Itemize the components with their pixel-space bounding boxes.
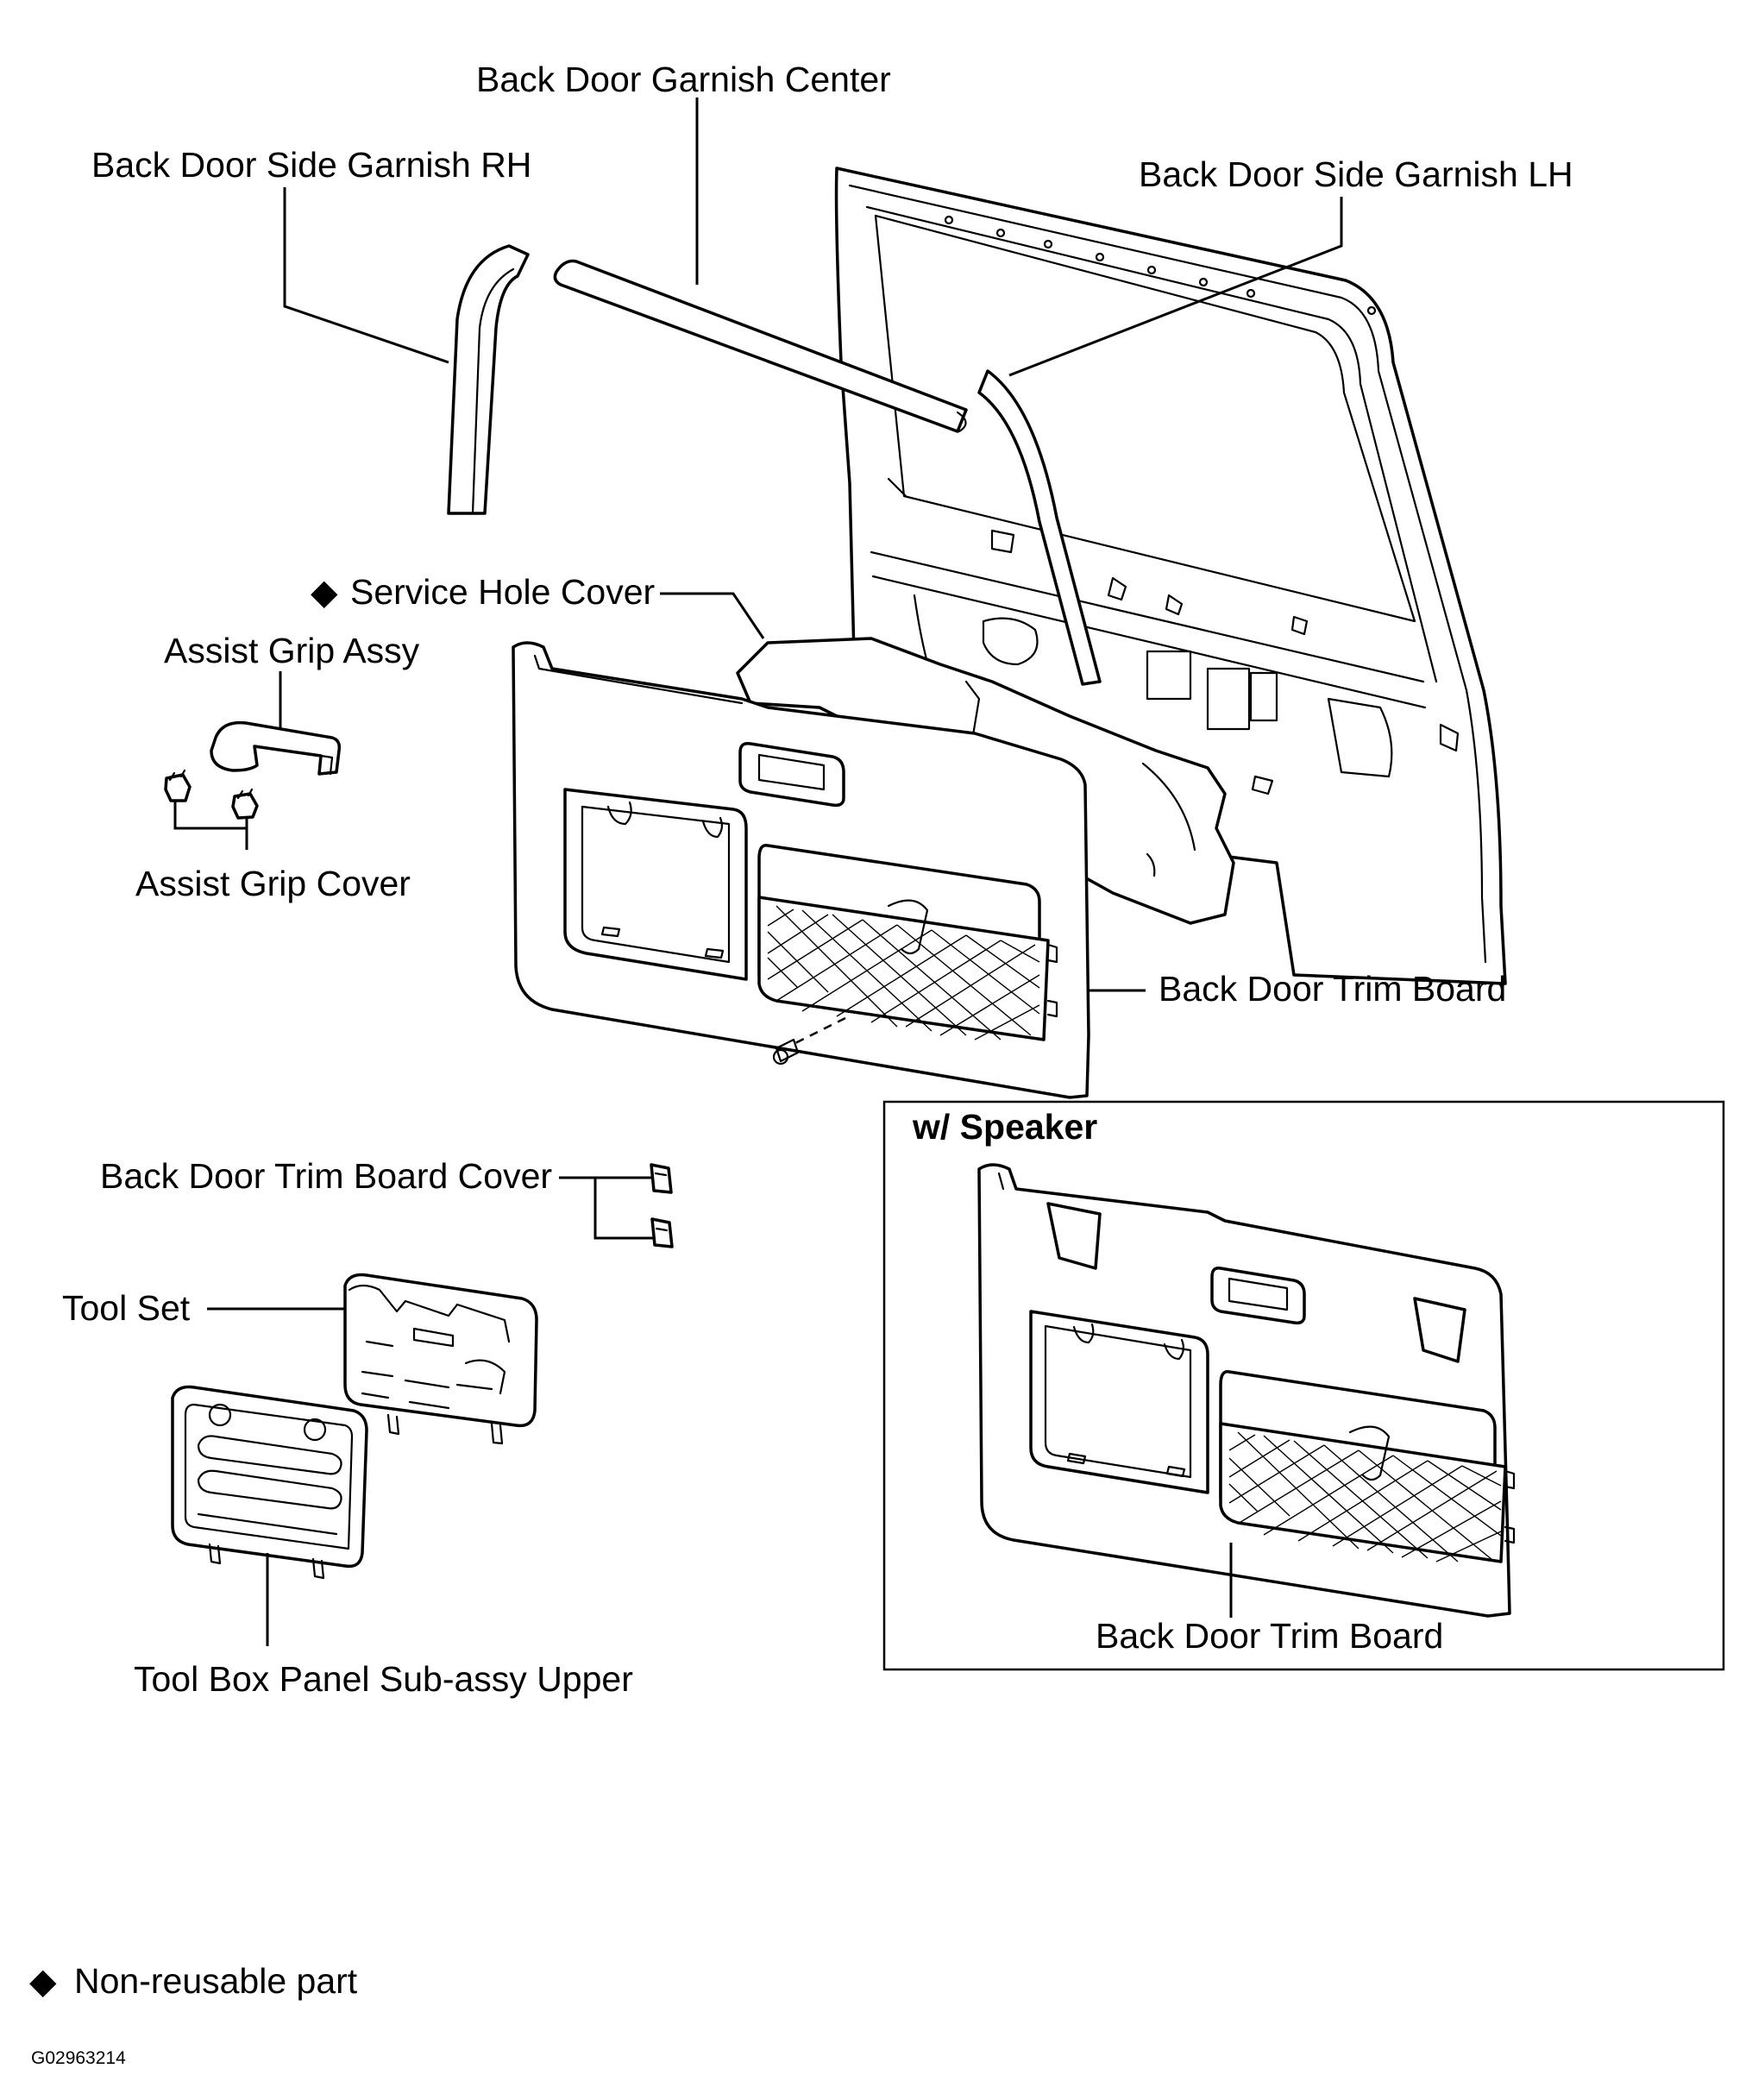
back-door-trim-board-cover-upper xyxy=(650,1163,673,1194)
legend-diamond-icon: ◆ xyxy=(29,1961,57,2001)
inset-back-door-trim-board xyxy=(977,1163,1516,1618)
label-service-hole-cover: Service Hole Cover xyxy=(350,572,655,612)
label-back-door-trim-board-cover: Back Door Trim Board Cover xyxy=(100,1156,552,1196)
label-back-door-trim-board: Back Door Trim Board xyxy=(1159,969,1506,1009)
tool-box-panel-sub-assy-upper xyxy=(171,1385,368,1580)
label-back-door-side-garnish-lh: Back Door Side Garnish LH xyxy=(1139,154,1573,194)
inset-title: w/ Speaker xyxy=(912,1107,1097,1147)
label-assist-grip-cover: Assist Grip Cover xyxy=(135,864,411,903)
label-back-door-garnish-center: Back Door Garnish Center xyxy=(476,60,891,99)
back-door-side-garnish-lh xyxy=(977,369,1102,686)
assist-grip-cover-left xyxy=(164,769,192,802)
speaker-variant-inset: w/ Speaker xyxy=(882,1100,1725,1671)
leader-lines xyxy=(173,97,1343,1646)
label-back-door-side-garnish-rh: Back Door Side Garnish RH xyxy=(91,145,531,185)
assist-grip-cover-right xyxy=(231,788,259,820)
back-door-side-garnish-rh xyxy=(447,244,530,515)
legend-text: Non-reusable part xyxy=(74,1961,358,2001)
storage-net xyxy=(767,905,1040,1041)
service-hole-cover-diamond-icon: ◆ xyxy=(311,572,338,612)
back-door-trim-board xyxy=(512,641,1090,1099)
back-door-trim-board-cover-lower xyxy=(650,1217,674,1248)
tool-set xyxy=(343,1273,538,1445)
inset-frame xyxy=(882,1100,1725,1671)
inset-storage-net xyxy=(1228,1431,1502,1562)
label-assist-grip-assy: Assist Grip Assy xyxy=(164,631,420,670)
assist-grip-assy xyxy=(210,720,342,776)
label-tool-set: Tool Set xyxy=(62,1288,191,1328)
label-tool-box-panel-sub-assy-upper: Tool Box Panel Sub-assy Upper xyxy=(134,1659,633,1699)
legend: ◆ Non-reusable part xyxy=(29,1961,358,2001)
back-door-garnish-center xyxy=(553,259,968,433)
figure-code: G02963214 xyxy=(31,2048,126,2068)
inset-label-back-door-trim-board: Back Door Trim Board xyxy=(1096,1616,1443,1656)
